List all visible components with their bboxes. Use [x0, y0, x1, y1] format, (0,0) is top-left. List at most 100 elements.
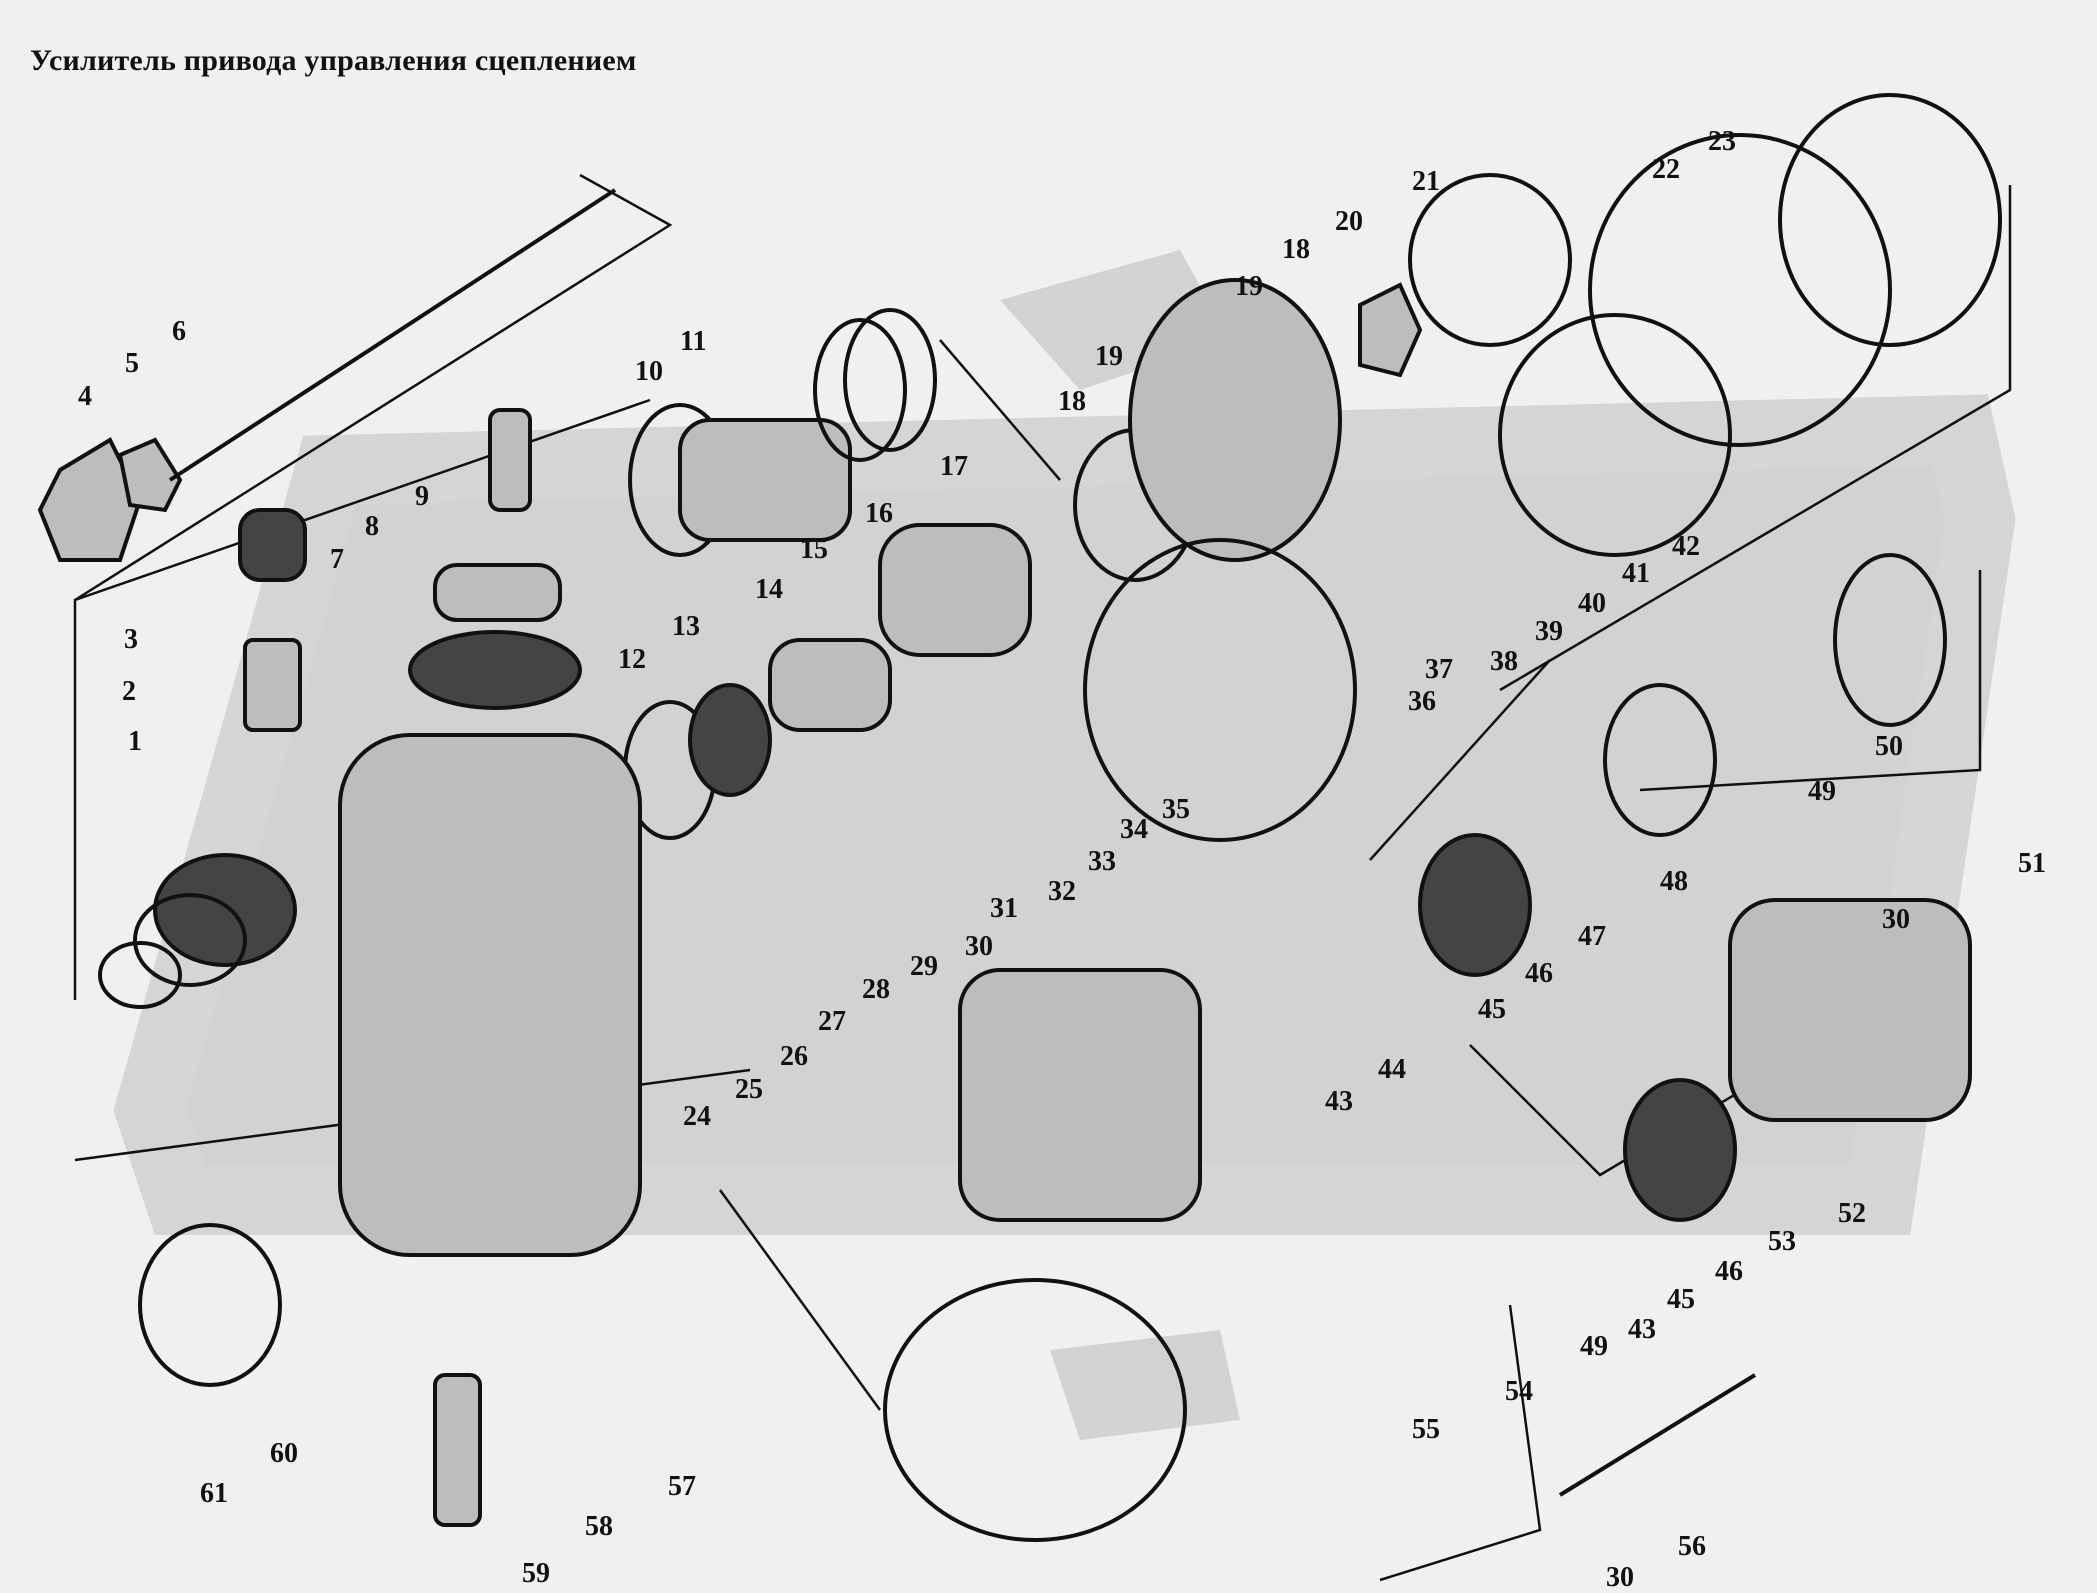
callout-41: 41 — [1622, 558, 1650, 589]
callout-38: 38 — [1490, 646, 1518, 677]
callout-30c: 30 — [1606, 1562, 1634, 1593]
callout-60: 60 — [270, 1438, 298, 1469]
callout-44: 44 — [1378, 1054, 1406, 1085]
callout-53: 53 — [1768, 1226, 1796, 1257]
callout-45a: 45 — [1478, 994, 1506, 1025]
part-45-cup — [1418, 833, 1737, 1222]
callout-22: 22 — [1652, 154, 1680, 185]
callout-45b: 45 — [1667, 1284, 1695, 1315]
part-21-spring — [1408, 173, 1572, 347]
callout-7: 7 — [330, 544, 344, 575]
callout-49a: 49 — [1808, 776, 1836, 807]
part-56-bolt — [1558, 1373, 1757, 1497]
part-50-cap — [1833, 553, 1947, 727]
callout-18a: 18 — [1058, 386, 1086, 417]
part-4-nut — [37, 437, 143, 562]
callout-23: 23 — [1708, 126, 1736, 157]
callout-17: 17 — [940, 451, 968, 482]
part-48-spring — [1603, 683, 1717, 837]
callout-27: 27 — [818, 1006, 846, 1037]
part-3-cap — [238, 508, 307, 582]
callout-5: 5 — [125, 348, 139, 379]
callout-20: 20 — [1335, 206, 1363, 237]
callout-49b: 49 — [1580, 1331, 1608, 1362]
callout-13: 13 — [672, 611, 700, 642]
callout-42: 42 — [1672, 531, 1700, 562]
callout-labels: 1 2 3 4 5 6 7 8 9 10 11 12 13 14 15 16 1… — [78, 126, 2046, 1593]
callout-48: 48 — [1660, 866, 1688, 897]
callout-1: 1 — [128, 726, 142, 757]
callout-16: 16 — [865, 498, 893, 529]
callout-21: 21 — [1412, 166, 1440, 197]
callout-40: 40 — [1578, 588, 1606, 619]
callout-6: 6 — [172, 316, 186, 347]
callout-33: 33 — [1088, 846, 1116, 877]
callout-4: 4 — [78, 381, 92, 412]
part-16-sleeve — [878, 523, 1032, 657]
callout-35: 35 — [1162, 794, 1190, 825]
callout-54: 54 — [1505, 1376, 1533, 1407]
callout-57: 57 — [668, 1471, 696, 1502]
part-26-housing — [883, 968, 1202, 1542]
callout-43a: 43 — [1325, 1086, 1353, 1117]
callout-2: 2 — [122, 676, 136, 707]
part-11-rings — [813, 308, 937, 462]
callout-14: 14 — [755, 574, 783, 605]
part-2-bolt — [243, 638, 302, 732]
callout-59: 59 — [522, 1558, 550, 1589]
callout-28: 28 — [862, 974, 890, 1005]
part-9-screw — [488, 408, 532, 512]
part-8-plate — [433, 563, 562, 622]
callout-24: 24 — [683, 1101, 711, 1132]
part-19-diaphragm — [1128, 278, 1342, 562]
callout-19a: 19 — [1095, 341, 1123, 372]
callout-8: 8 — [365, 511, 379, 542]
part-42-spring — [1498, 313, 1732, 557]
callout-26: 26 — [780, 1041, 808, 1072]
callout-18b: 18 — [1282, 234, 1310, 265]
callout-50: 50 — [1875, 731, 1903, 762]
callout-37: 37 — [1425, 654, 1453, 685]
callout-46a: 46 — [1525, 958, 1553, 989]
part-60-housing — [138, 733, 642, 1387]
part-14-valve — [768, 638, 892, 732]
callout-34: 34 — [1120, 814, 1148, 845]
callout-32: 32 — [1048, 876, 1076, 907]
callout-29: 29 — [910, 951, 938, 982]
callout-58: 58 — [585, 1511, 613, 1542]
part-52-cover — [1728, 898, 1972, 1122]
part-10-piston — [628, 403, 852, 557]
part-58-pin — [433, 1373, 482, 1527]
page-title: Усилитель привода управления сцеплением — [30, 44, 637, 77]
callout-3: 3 — [124, 624, 138, 655]
part-13-washer — [688, 683, 772, 797]
callout-36: 36 — [1408, 686, 1436, 717]
callout-10: 10 — [635, 356, 663, 387]
callout-30a: 30 — [965, 931, 993, 962]
callout-15: 15 — [800, 534, 828, 565]
callout-55: 55 — [1412, 1414, 1440, 1445]
callout-52: 52 — [1838, 1198, 1866, 1229]
callout-61: 61 — [200, 1478, 228, 1509]
part-5-nut — [117, 437, 183, 513]
part-23-cap — [1778, 93, 2002, 347]
callout-9: 9 — [415, 481, 429, 512]
callout-51: 51 — [2018, 848, 2046, 879]
callout-46b: 46 — [1715, 1256, 1743, 1287]
callout-11: 11 — [680, 326, 706, 357]
callout-30b: 30 — [1882, 904, 1910, 935]
part-35-gasket — [1083, 538, 1357, 842]
part-7-gasket — [408, 630, 582, 710]
callout-19b: 19 — [1235, 271, 1263, 302]
callout-56: 56 — [1678, 1531, 1706, 1562]
part-20-nut — [1358, 282, 1423, 378]
callout-25: 25 — [735, 1074, 763, 1105]
part-1-boot — [98, 853, 297, 1009]
part-6-rod — [168, 188, 617, 482]
callout-12: 12 — [618, 644, 646, 675]
callout-43b: 43 — [1628, 1314, 1656, 1345]
part-22-cylinder — [1588, 133, 1892, 447]
callout-39: 39 — [1535, 616, 1563, 647]
callout-47: 47 — [1578, 921, 1606, 952]
